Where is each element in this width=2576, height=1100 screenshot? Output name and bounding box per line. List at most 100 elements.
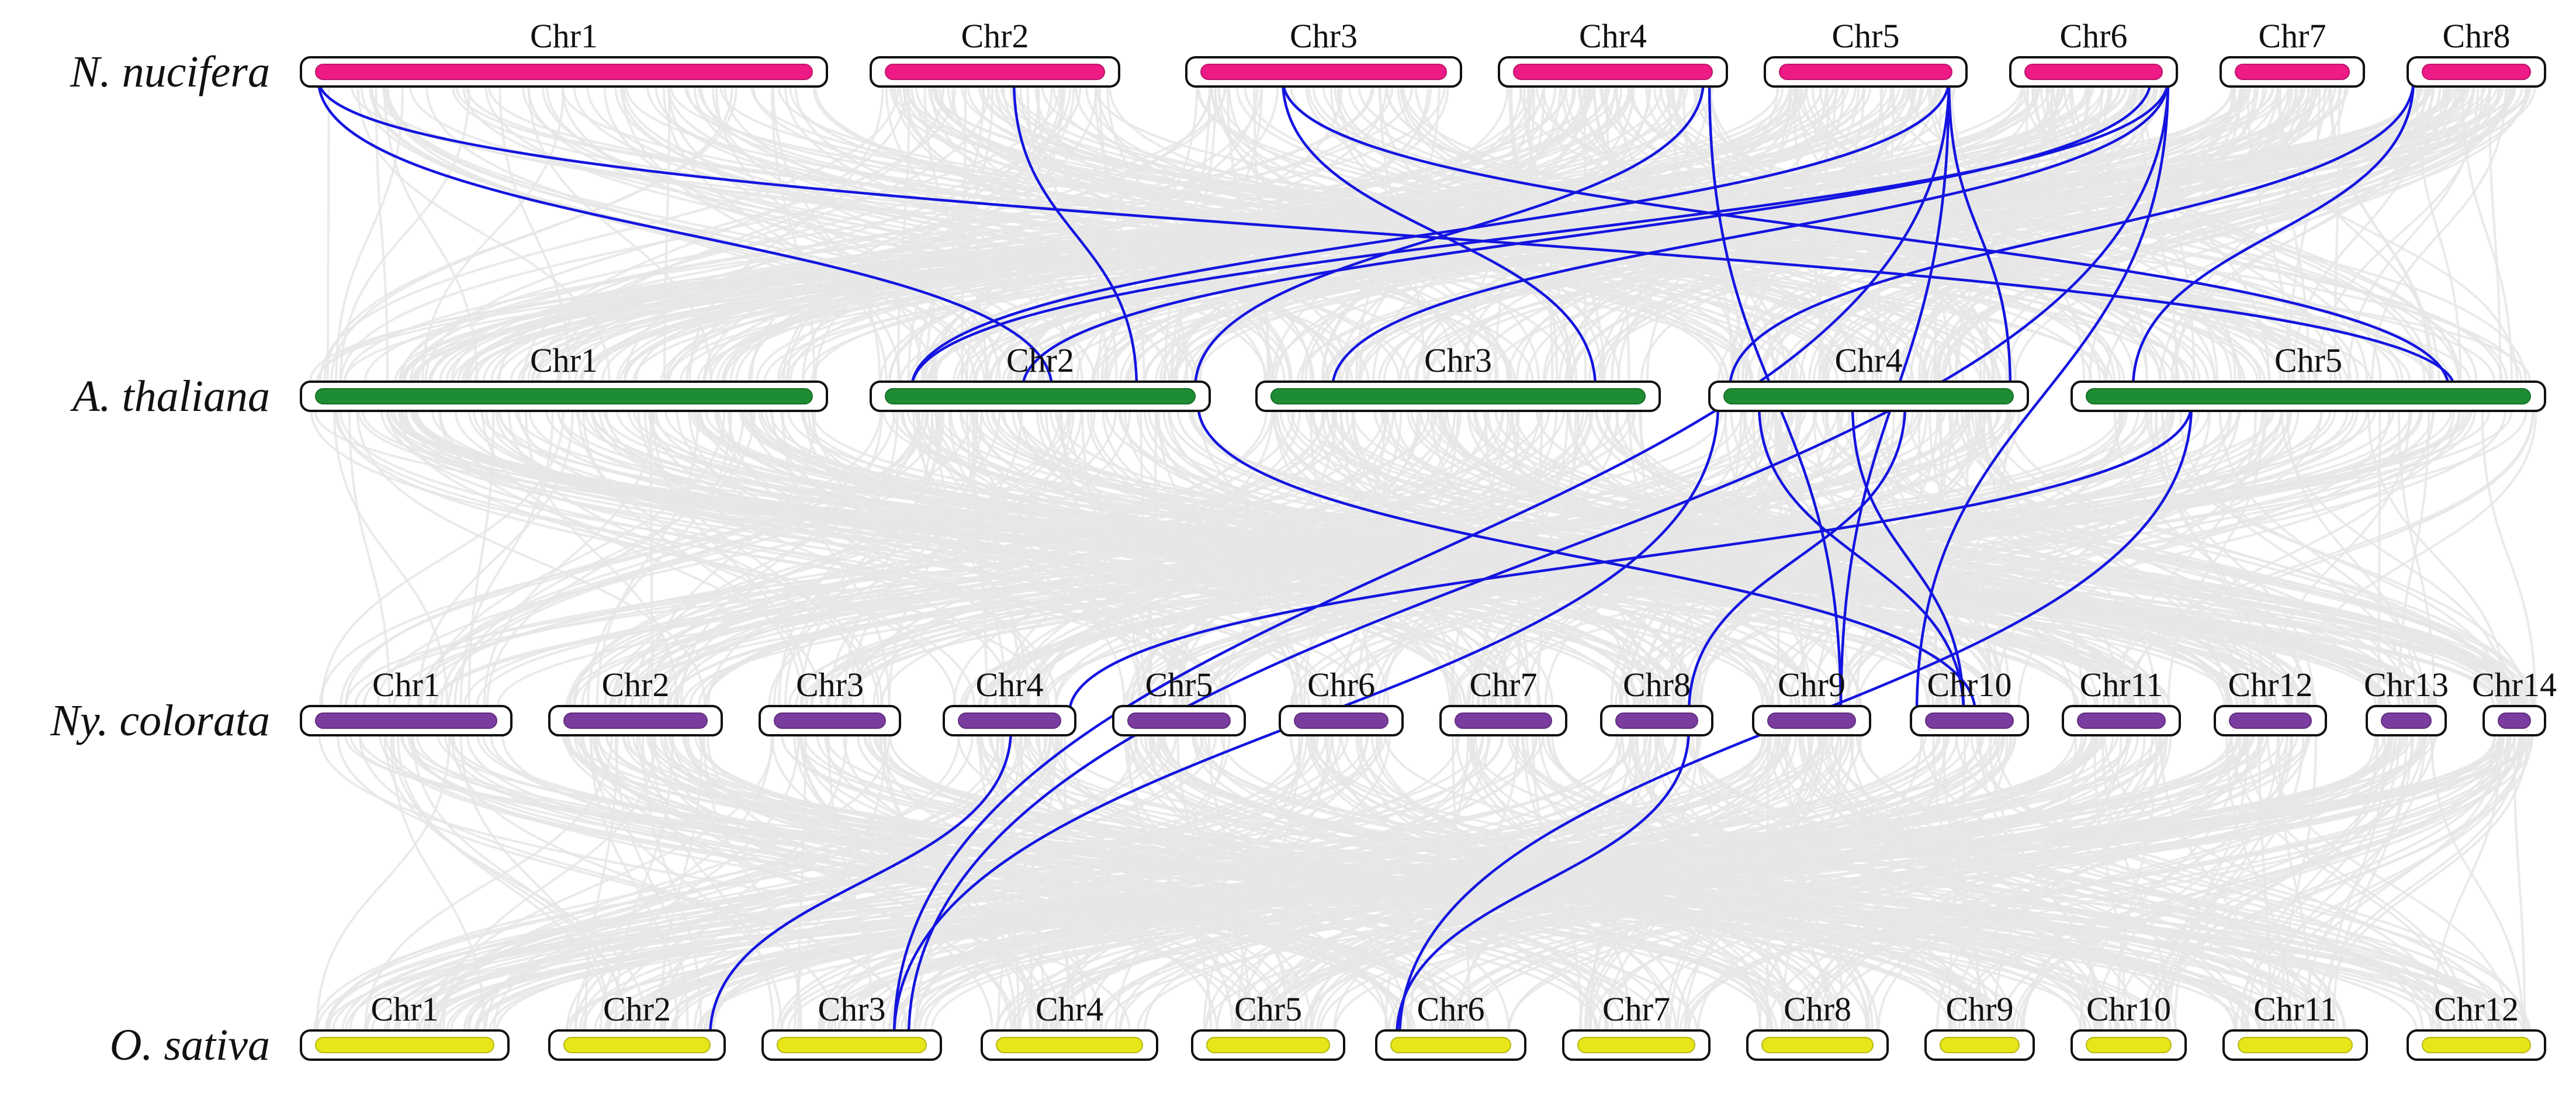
background-link bbox=[2286, 410, 2418, 707]
background-link bbox=[635, 735, 993, 1031]
chromosome-bar bbox=[2229, 712, 2312, 729]
chromosome-bar bbox=[774, 712, 886, 729]
chromosome-bar bbox=[1200, 64, 1447, 80]
background-link bbox=[467, 735, 1504, 1031]
chromosome-label: Chr4 bbox=[976, 666, 1044, 704]
background-link bbox=[1339, 410, 1862, 707]
background-link bbox=[361, 410, 2415, 707]
background-link bbox=[1385, 86, 2217, 382]
background-link bbox=[1465, 86, 1546, 382]
background-link bbox=[335, 86, 404, 382]
background-link bbox=[1138, 410, 1462, 707]
background-link bbox=[807, 410, 1459, 707]
background-link bbox=[804, 735, 2418, 1031]
background-link bbox=[451, 86, 1982, 382]
background-link bbox=[1758, 735, 1947, 1031]
background-link bbox=[423, 735, 1635, 1031]
chromosome-label: Chr10 bbox=[2086, 990, 2171, 1028]
background-link bbox=[1535, 410, 2519, 707]
background-link bbox=[1723, 410, 1843, 707]
highlighted-link bbox=[1947, 79, 2012, 389]
background-link bbox=[335, 410, 1050, 707]
background-link bbox=[1816, 735, 2153, 1031]
background-link bbox=[455, 86, 2471, 382]
species-label: A. thaliana bbox=[70, 372, 270, 421]
chromosome-label: Chr11 bbox=[2253, 990, 2337, 1028]
chromosome-label: Chr4 bbox=[1835, 341, 1903, 379]
background-link bbox=[1971, 410, 2310, 707]
background-link bbox=[1610, 410, 1791, 707]
background-link bbox=[484, 410, 1495, 707]
background-link bbox=[1220, 735, 2336, 1031]
background-link bbox=[995, 86, 1571, 382]
background-link bbox=[643, 735, 1460, 1031]
background-link bbox=[1017, 410, 1935, 707]
background-link bbox=[1778, 735, 2433, 1031]
background-link bbox=[1731, 86, 1837, 382]
background-link bbox=[1805, 735, 2393, 1031]
background-link bbox=[375, 86, 389, 382]
background-link bbox=[2488, 86, 2502, 382]
background-link bbox=[795, 410, 1876, 707]
highlighted-link bbox=[708, 728, 1013, 1038]
highlighted-link bbox=[1851, 403, 1965, 714]
highlighted-link bbox=[907, 79, 2170, 1038]
background-link bbox=[1050, 735, 1484, 1031]
background-link bbox=[531, 86, 1801, 382]
background-link bbox=[463, 735, 2099, 1031]
background-link bbox=[659, 735, 703, 1031]
background-link bbox=[421, 86, 565, 382]
background-link bbox=[1935, 410, 2211, 707]
background-link bbox=[326, 86, 330, 382]
chromosome-label: Chr2 bbox=[602, 666, 670, 704]
background-link bbox=[1281, 735, 1815, 1031]
chromosome-label: Chr10 bbox=[1927, 666, 2012, 704]
chromosome-bar bbox=[563, 1037, 711, 1053]
background-link bbox=[770, 410, 2155, 707]
background-link bbox=[418, 410, 940, 707]
chromosome-bar bbox=[315, 1037, 494, 1053]
background-link bbox=[538, 86, 991, 382]
background-link bbox=[680, 410, 883, 707]
background-link bbox=[1789, 410, 2122, 707]
chromosome-label: Chr6 bbox=[2060, 17, 2128, 55]
background-link bbox=[1123, 735, 1996, 1031]
background-link bbox=[383, 86, 479, 382]
background-link bbox=[1615, 86, 2161, 382]
background-link bbox=[1955, 86, 2103, 382]
background-link bbox=[591, 410, 2151, 707]
highlighted-link bbox=[1012, 79, 1138, 389]
highlighted-link bbox=[910, 79, 1951, 389]
background-link bbox=[1519, 86, 2180, 382]
background-link bbox=[988, 86, 2041, 382]
background-link bbox=[1795, 86, 1995, 382]
highlighted-link bbox=[1687, 403, 1907, 714]
background-link bbox=[1438, 410, 2311, 707]
highlighted-link bbox=[317, 79, 1054, 389]
background-link bbox=[2102, 410, 2535, 707]
background-link bbox=[643, 410, 816, 707]
background-link bbox=[2141, 86, 2270, 382]
background-link bbox=[452, 735, 1464, 1031]
background-link bbox=[662, 410, 1096, 707]
background-link bbox=[310, 410, 1232, 707]
chromosome-label: Chr2 bbox=[1006, 341, 1074, 379]
background-link bbox=[1322, 410, 2471, 707]
chromosome-bar bbox=[2086, 1037, 2172, 1053]
highlighted-link bbox=[2131, 79, 2415, 389]
background-link bbox=[371, 86, 986, 382]
background-link bbox=[652, 735, 1045, 1031]
background-link bbox=[2333, 86, 2340, 382]
background-link bbox=[1589, 735, 1839, 1031]
background-link bbox=[727, 410, 1047, 707]
background-link bbox=[784, 86, 1267, 382]
background-link bbox=[581, 735, 1619, 1031]
chromosome-label: Chr12 bbox=[2434, 990, 2519, 1028]
background-link bbox=[1105, 86, 1941, 382]
background-link bbox=[1838, 410, 2430, 707]
chromosome-bar bbox=[2498, 712, 2531, 729]
background-link bbox=[921, 86, 1784, 382]
background-link bbox=[1104, 735, 2525, 1031]
